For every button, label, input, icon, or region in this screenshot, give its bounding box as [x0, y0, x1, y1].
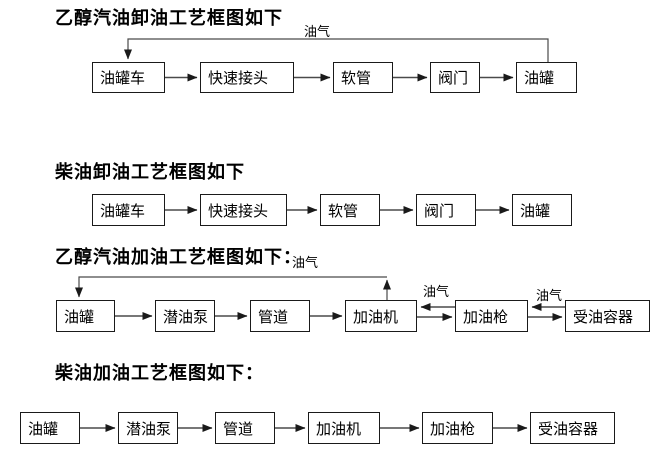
box-tank-truck-fc2: 油罐车	[92, 194, 165, 226]
box-oil-tank-fc1: 油罐	[516, 62, 577, 93]
box-quick-coupling-fc2: 快速接头	[200, 194, 287, 226]
box-fuel-nozzle-fc3: 加油枪	[455, 300, 528, 332]
box-receiving-container-fc3: 受油容器	[565, 300, 650, 332]
box-receiving-container-fc4: 受油容器	[530, 412, 615, 444]
box-oil-tank-fc4: 油罐	[20, 412, 80, 444]
box-hose-fc2: 软管	[320, 194, 380, 226]
box-valve-fc2: 阀门	[416, 194, 476, 226]
flowchart1-title: 乙醇汽油卸油工艺框图如下	[55, 8, 283, 29]
box-valve-fc1: 阀门	[430, 62, 480, 93]
flowchart3-arrows	[75, 276, 565, 321]
box-fuel-dispenser-fc4: 加油机	[308, 412, 380, 444]
box-tank-truck-fc1: 油罐车	[92, 62, 165, 93]
flowchart1-arrows	[124, 38, 549, 82]
flowchart4-title: 柴油加油工艺框图如下：	[55, 363, 264, 384]
box-oil-tank-fc2: 油罐	[512, 194, 572, 226]
box-submersible-pump-fc4: 潜油泵	[118, 412, 178, 444]
box-fuel-dispenser-fc3: 加油机	[345, 300, 417, 332]
vapor-return-line-fc1	[124, 38, 549, 62]
box-submersible-pump-fc3: 潜油泵	[155, 300, 215, 332]
flowchart3-vapor-label-nozzle: 油气	[423, 285, 450, 300]
box-fuel-nozzle-fc4: 加油枪	[422, 412, 493, 444]
vapor-return-line-fc3	[75, 276, 387, 298]
flowchart3-title: 乙醇汽油加油工艺框图如下：	[55, 247, 302, 268]
box-oil-tank-fc3: 油罐	[56, 300, 115, 332]
flowchart3-vapor-label-container: 油气	[536, 289, 563, 304]
flowchart1-vapor-label: 油气	[304, 25, 331, 40]
box-pipeline-fc4: 管道	[215, 412, 275, 444]
flowchart3-vapor-label-return: 油气	[292, 256, 319, 271]
box-quick-coupling-fc1: 快速接头	[200, 62, 294, 93]
box-pipeline-fc3: 管道	[250, 300, 310, 332]
box-hose-fc1: 软管	[333, 62, 393, 93]
flowchart2-title: 柴油卸油工艺框图如下	[55, 162, 245, 183]
